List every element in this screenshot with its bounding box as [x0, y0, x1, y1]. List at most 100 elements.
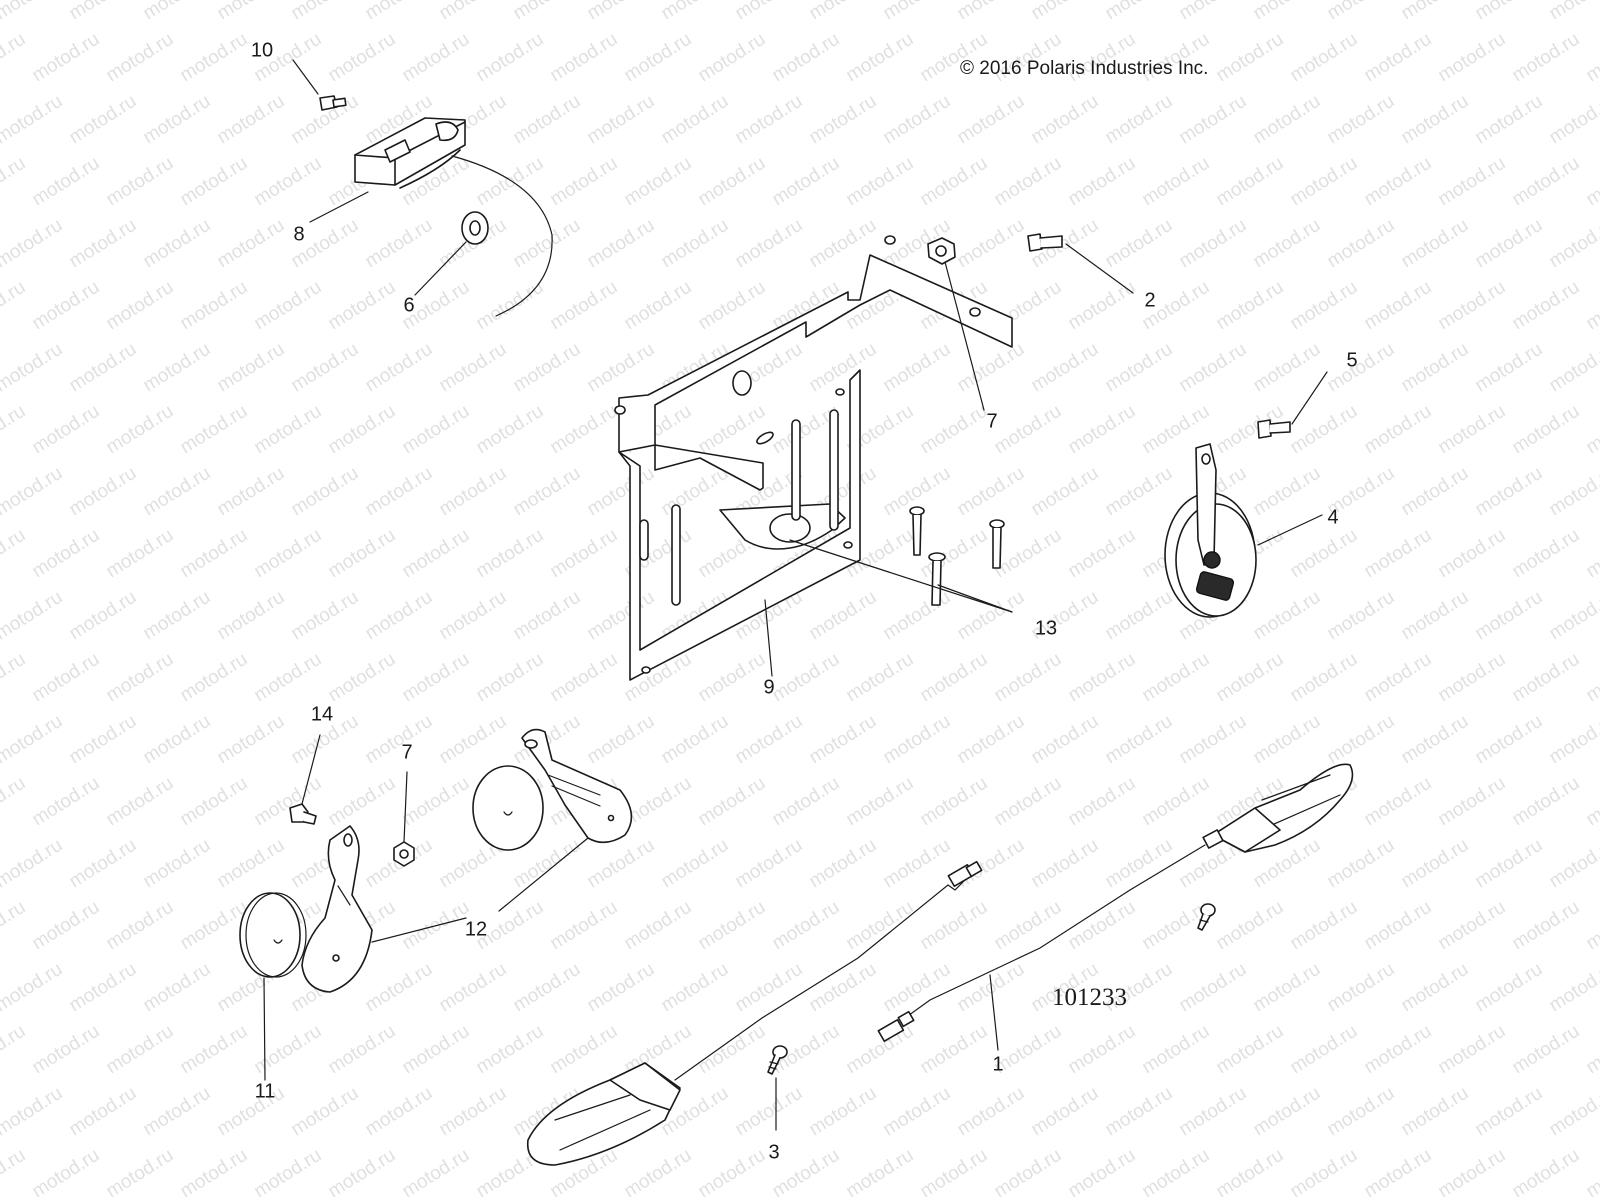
part-12-reflector-bracket-upper[interactable]	[472, 728, 633, 851]
part-1-turn-signal-right[interactable]	[877, 763, 1354, 1042]
watermark-text: motod.ru	[1583, 1145, 1600, 1200]
watermark-text: motod.ru	[1583, 277, 1600, 335]
watermark-text: motod.ru	[1287, 1145, 1362, 1200]
watermark-text: motod.ru	[399, 773, 474, 831]
watermark-text: motod.ru	[880, 0, 955, 24]
watermark-text: motod.ru	[806, 835, 881, 893]
watermark-text: motod.ru	[991, 649, 1066, 707]
watermark-text: motod.ru	[1361, 153, 1436, 211]
watermark-text: motod.ru	[769, 649, 844, 707]
watermark-text: motod.ru	[1546, 91, 1600, 149]
part-11-reflector[interactable]	[239, 892, 307, 978]
watermark-text: motod.ru	[103, 401, 178, 459]
watermark-text: motod.ru	[1250, 711, 1325, 769]
watermark-text: motod.ru	[1028, 1083, 1103, 1141]
watermark-text: motod.ru	[1102, 0, 1177, 24]
watermark-text: motod.ru	[732, 711, 807, 769]
watermark-text: motod.ru	[436, 1083, 511, 1141]
watermark-text: motod.ru	[584, 0, 659, 24]
watermark-text: motod.ru	[0, 587, 66, 645]
watermark-text: motod.ru	[1065, 1021, 1140, 1079]
watermark-text: motod.ru	[66, 835, 141, 893]
watermark-text: motod.ru	[1176, 215, 1251, 273]
watermark-text: motod.ru	[584, 91, 659, 149]
watermark-text: motod.ru	[473, 401, 548, 459]
part-1-turn-signal-left[interactable]	[526, 860, 983, 1166]
watermark-text: motod.ru	[214, 711, 289, 769]
watermark-text: motod.ru	[177, 1145, 252, 1200]
watermark-text: motod.ru	[1361, 401, 1436, 459]
watermark-text: motod.ru	[769, 153, 844, 211]
watermark-text: motod.ru	[584, 463, 659, 521]
watermark-text: motod.ru	[1361, 897, 1436, 955]
part-10-screw[interactable]	[319, 95, 347, 111]
watermark-text: motod.ru	[1102, 835, 1177, 893]
part-9-license-plate-bracket[interactable]	[614, 235, 1013, 681]
watermark-text: motod.ru	[1435, 29, 1510, 87]
part-5-bolt[interactable]	[1257, 419, 1291, 439]
watermark-text: motod.ru	[29, 649, 104, 707]
watermark-text: motod.ru	[29, 153, 104, 211]
watermark-text: motod.ru	[880, 587, 955, 645]
watermark-text: motod.ru	[1176, 339, 1251, 397]
watermark-text: motod.ru	[1287, 897, 1362, 955]
part-7-nut-upper[interactable]	[927, 237, 956, 265]
watermark-text: motod.ru	[1324, 959, 1399, 1017]
watermark-text: motod.ru	[1139, 1145, 1214, 1200]
watermark-text: motod.ru	[251, 1145, 326, 1200]
watermark-text: motod.ru	[325, 29, 400, 87]
part-12-reflector-bracket-lower[interactable]	[301, 825, 373, 993]
watermark-text: motod.ru	[362, 1083, 437, 1141]
watermark-text: motod.ru	[288, 587, 363, 645]
part-7-nut-lower[interactable]	[393, 841, 415, 867]
watermark-text: motod.ru	[991, 1145, 1066, 1200]
watermark-text: motod.ru	[1361, 1021, 1436, 1079]
watermark-text: motod.ru	[1102, 711, 1177, 769]
watermark-text: motod.ru	[140, 835, 215, 893]
watermark-text: motod.ru	[547, 401, 622, 459]
watermark-text: motod.ru	[0, 153, 29, 211]
watermark-text: motod.ru	[806, 0, 881, 24]
watermark-text: motod.ru	[1028, 711, 1103, 769]
watermark-text: motod.ru	[473, 1021, 548, 1079]
watermark-text: motod.ru	[954, 1083, 1029, 1141]
watermark-text: motod.ru	[103, 1021, 178, 1079]
watermark-text: motod.ru	[1509, 525, 1584, 583]
watermark-text: motod.ru	[1102, 215, 1177, 273]
part-3-screw[interactable]	[767, 903, 1216, 1075]
watermark-text: motod.ru	[806, 1083, 881, 1141]
part-8-sensor-module[interactable]	[354, 117, 553, 317]
watermark-text: motod.ru	[621, 153, 696, 211]
watermark-text: motod.ru	[0, 525, 29, 583]
watermark-text: motod.ru	[103, 525, 178, 583]
watermark-text: motod.ru	[177, 773, 252, 831]
watermark-text: motod.ru	[177, 153, 252, 211]
leader-lines	[263, 59, 1328, 1131]
part-2-bolt[interactable]	[1027, 233, 1063, 252]
watermark-text: motod.ru	[251, 401, 326, 459]
watermark-text: motod.ru	[510, 0, 585, 24]
watermark-text: motod.ru	[695, 153, 770, 211]
watermark-text: motod.ru	[1361, 773, 1436, 831]
watermark-text: motod.ru	[0, 1083, 66, 1141]
part-14-push-clip[interactable]	[289, 803, 317, 825]
watermark-text: motod.ru	[1250, 339, 1325, 397]
watermark-text: motod.ru	[732, 1083, 807, 1141]
watermark-text: motod.ru	[1028, 835, 1103, 893]
watermark-text: motod.ru	[806, 91, 881, 149]
watermark-text: motod.ru	[103, 1145, 178, 1200]
watermark-text: motod.ru	[584, 959, 659, 1017]
watermark-text: motod.ru	[140, 0, 215, 24]
watermark-text: motod.ru	[843, 1145, 918, 1200]
watermark-text: motod.ru	[29, 29, 104, 87]
part-13-screws[interactable]	[909, 506, 1005, 606]
part-6-spacer[interactable]	[461, 211, 489, 245]
part-4-horn[interactable]	[1164, 443, 1257, 618]
watermark-text: motod.ru	[843, 29, 918, 87]
watermark-text: motod.ru	[1287, 401, 1362, 459]
watermark-text: motod.ru	[1324, 0, 1399, 24]
watermark-text: motod.ru	[1287, 153, 1362, 211]
watermark-text: motod.ru	[695, 897, 770, 955]
